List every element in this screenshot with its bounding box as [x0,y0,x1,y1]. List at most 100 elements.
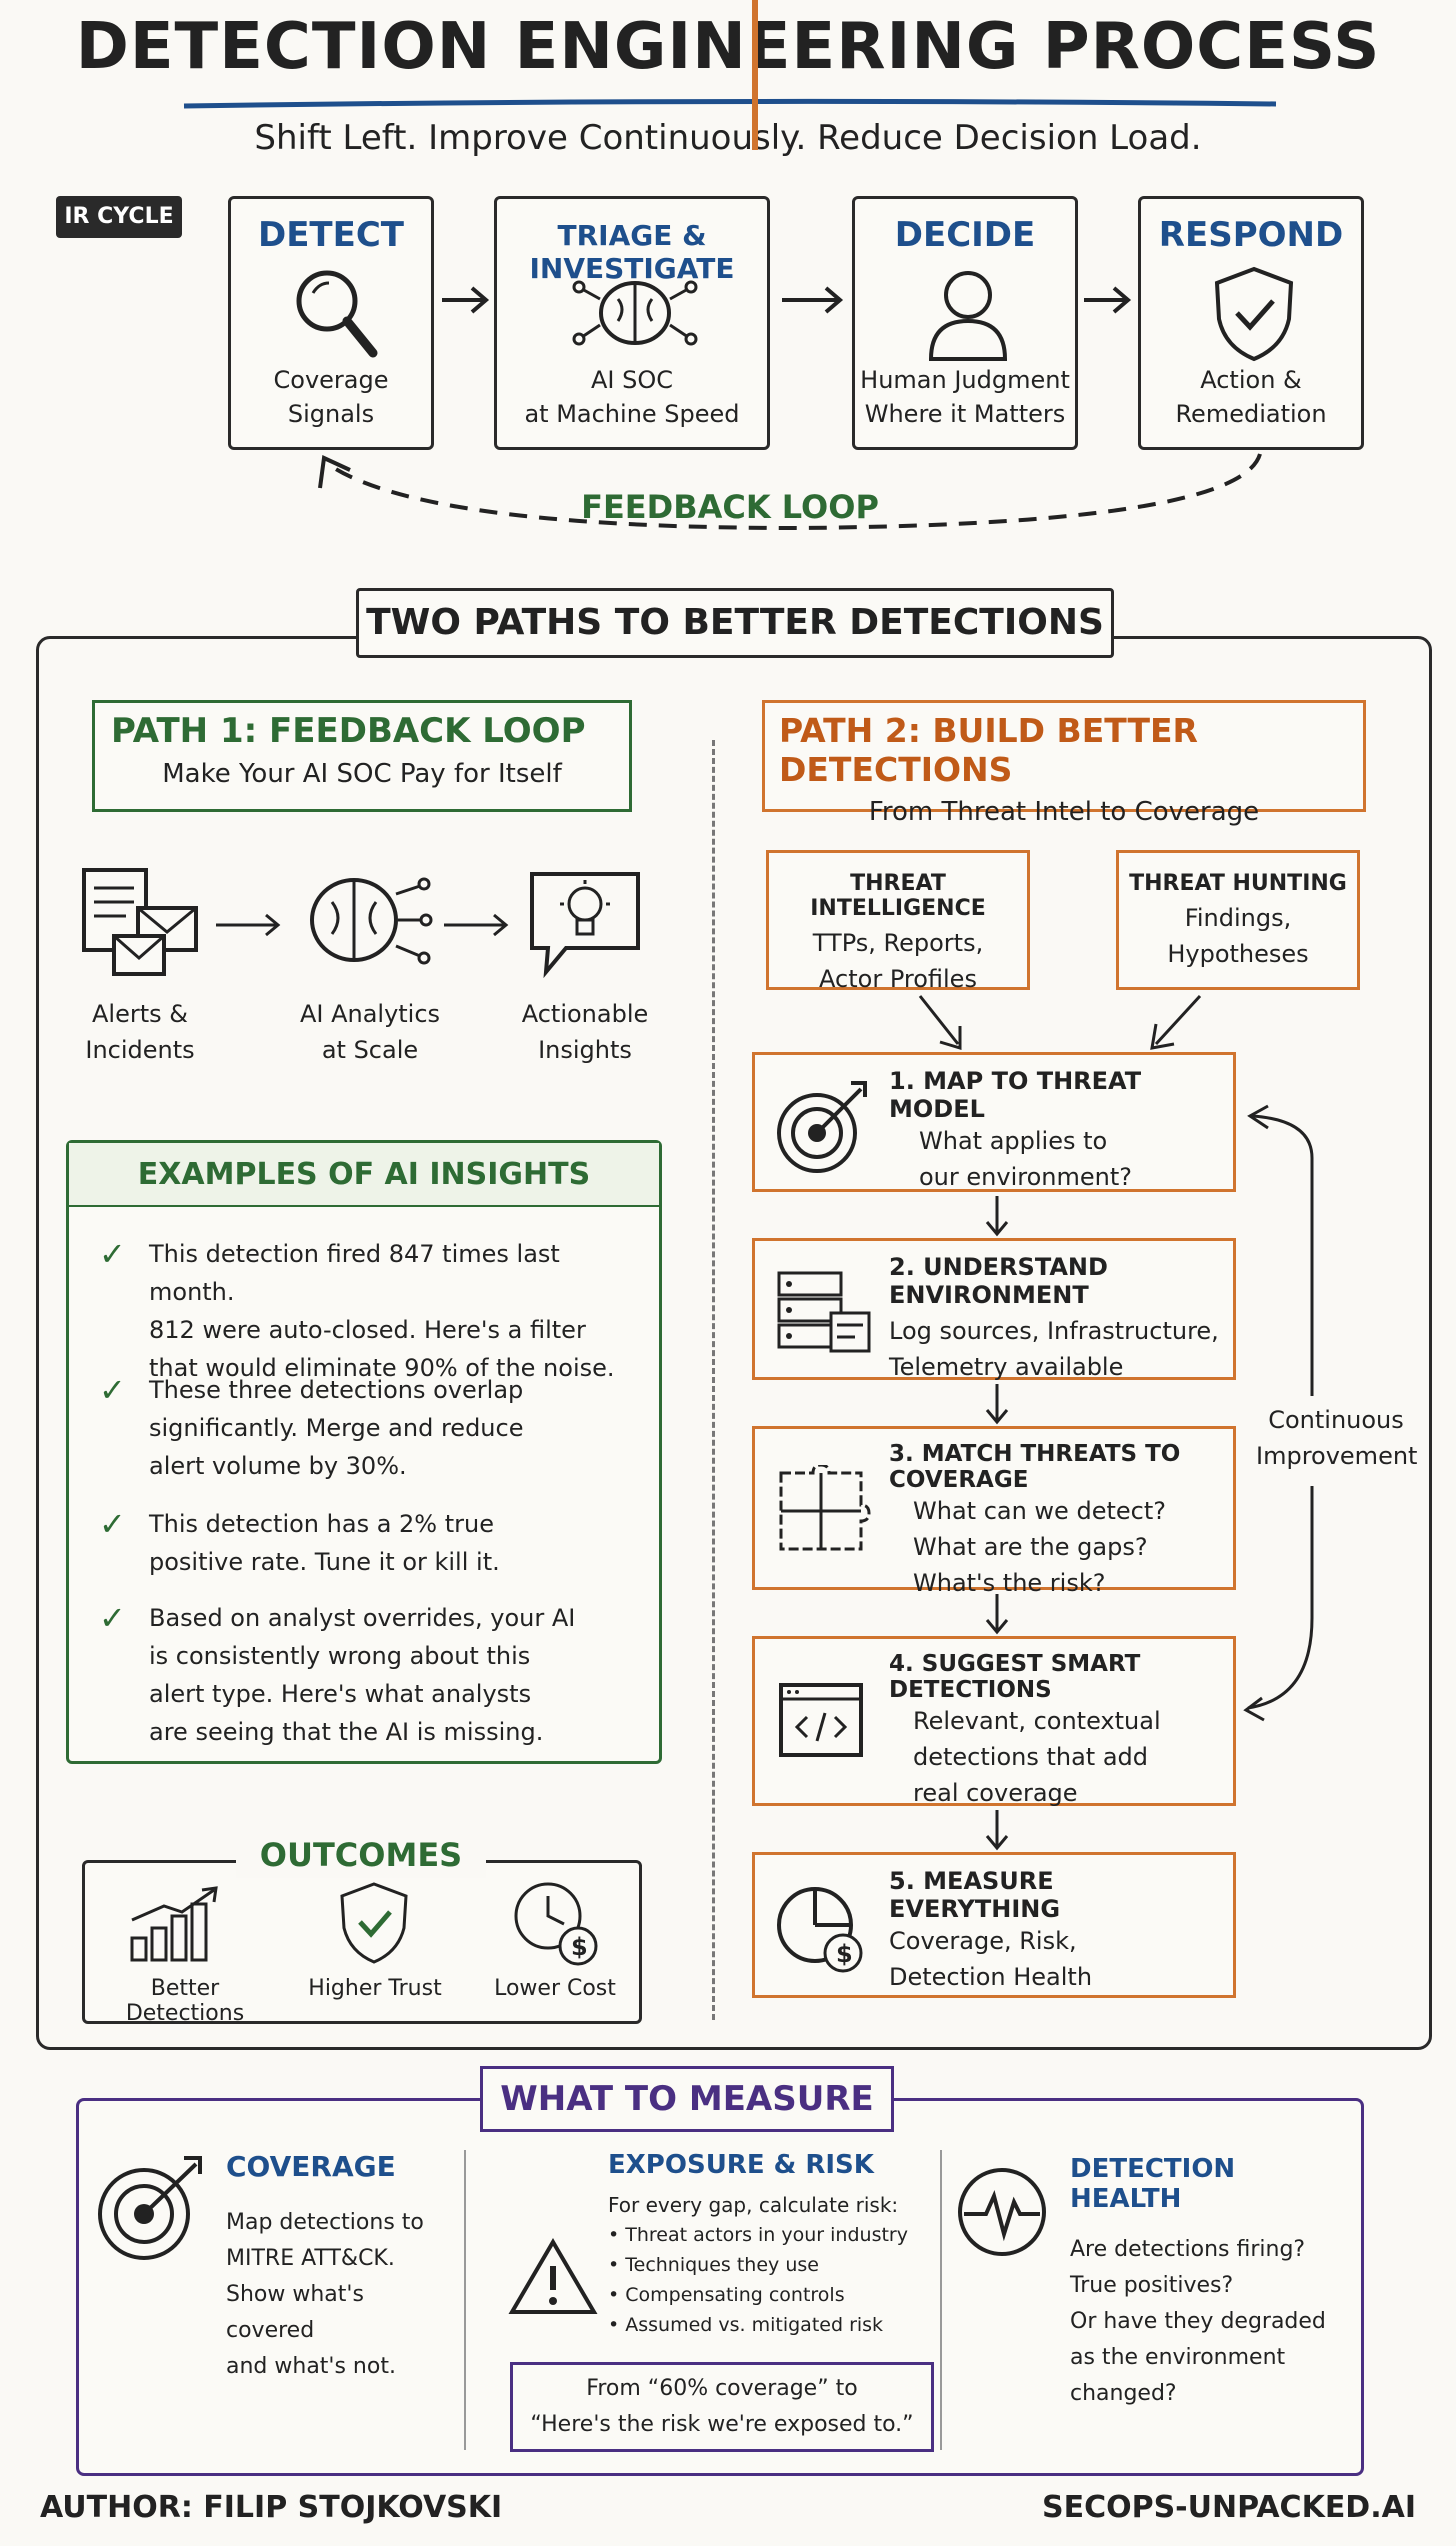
feedback-loop-arrow [318,453,1262,531]
target-icon [777,1081,867,1173]
code-window-icon [779,1683,863,1757]
arrow-right-icon [216,913,281,937]
pie-chart-dollar-icon: $ [777,1887,863,1973]
warning-icon [508,2238,598,2314]
source-threat-intel: THREAT INTELLIGENCE TTPs, Reports,Actor … [766,850,1030,993]
insight-item: ✓This detection fired 847 times last mon… [99,1235,615,1382]
checkmark-icon: ✓ [99,1371,126,1409]
puzzle-icon [779,1465,871,1551]
bullet-item: • Compensating controls [608,2284,845,2306]
feedback-loop-label: FEEDBACK LOOP [581,488,879,526]
source-threat-hunting: THREAT HUNTING Findings,Hypotheses [1116,850,1360,990]
documents-mail-icon [82,868,198,976]
clock-dollar-icon: $ [514,1882,598,1966]
step-3-match-threats: 3. MATCH THREATS TO COVERAGE What can we… [752,1426,1236,1597]
arrow-right-icon [1084,286,1132,314]
page-subtitle: Shift Left. Improve Continuously. Reduce… [254,118,1202,158]
loop-label-bg [1256,1396,1416,1486]
magnifier-icon [296,270,378,358]
coverage-title: COVERAGE [226,2150,396,2183]
examples-title: EXAMPLES OF AI INSIGHTS [137,1157,591,1192]
step-5-measure-everything: $ 5. MEASURE EVERYTHING Coverage, Risk,D… [752,1852,1236,1998]
step-title: 5. MEASURE EVERYTHING [889,1867,1061,1923]
source-title: THREAT HUNTING [1129,871,1347,896]
path2-header: PATH 2: BUILD BETTER DETECTIONS From Thr… [762,700,1366,827]
arrow-right-icon [782,286,844,314]
outcome-label: Lower Cost [494,1976,616,2001]
arrow-down-icon [985,1384,1009,1425]
examples-box: EXAMPLES OF AI INSIGHTS ✓This detection … [66,1140,662,1764]
step-title: 2. UNDERSTAND ENVIRONMENT [889,1253,1108,1309]
title-underline [183,98,1277,109]
outcomes-title: OUTCOMES [236,1832,486,1878]
step-desc: What can we detect?What are the gaps?Wha… [913,1497,1166,1597]
measure-divider [940,2150,942,2450]
checkmark-icon: ✓ [99,1505,126,1543]
flow-label: Alerts &Incidents [85,1000,195,1064]
step-title: 3. MATCH THREATS TO COVERAGE [889,1441,1181,1493]
source-arrows [918,994,1202,1051]
person-icon [928,271,1008,361]
exposure-quote: From “60% coverage” to“Here's the risk w… [510,2362,934,2452]
path1-header: PATH 1: FEEDBACK LOOP Make Your AI SOC P… [92,700,632,812]
page-title: DETECTION ENGINEERING PROCESS [75,10,1381,84]
source-title: THREAT INTELLIGENCE [810,871,986,921]
outcome-label: Higher Trust [308,1976,442,2001]
step-desc: Log sources, Infrastructure,Telemetry av… [889,1317,1219,1381]
shield-check-icon [1214,266,1294,362]
path1-subtitle: Make Your AI SOC Pay for Itself [162,759,562,789]
stage-title: TRIAGE & INVESTIGATE [529,219,735,285]
bar-chart-icon [130,1886,218,1962]
measure-title: WHAT TO MEASURE [480,2066,894,2132]
step-2-understand-environment: 2. UNDERSTAND ENVIRONMENT Log sources, I… [752,1238,1236,1381]
stage-title: DETECT [257,215,404,255]
checkmark-icon: ✓ [99,1599,126,1637]
paths-divider [712,740,715,2020]
exposure-bullets: • Threat actors in your industry • Techn… [608,2220,932,2340]
exposure-title: EXPOSURE & RISK [608,2150,874,2180]
lightbulb-icon [530,872,640,979]
path1-title: PATH 1: FEEDBACK LOOP [111,711,586,751]
two-paths-title: TWO PATHS TO BETTER DETECTIONS [356,588,1114,658]
stage-title: DECIDE [894,215,1036,255]
continuous-improvement-arrow [1243,1104,1314,1722]
stage-respond: RESPOND Action &Remediation [1138,196,1364,450]
step-5-measure [752,0,758,150]
arrow-right-icon [444,913,509,937]
stage-title: RESPOND [1158,215,1344,255]
path2-subtitle: From Threat Intel to Coverage [868,797,1260,827]
author-credit: AUTHOR: FILIP STOJKOVSKI [40,2490,503,2525]
health-desc: Are detections firing?True positives?Or … [1070,2237,1326,2406]
brain-icon [572,280,698,346]
exposure-intro: For every gap, calculate risk: [608,2193,899,2217]
examples-header-bg [69,1143,659,1207]
bullet-item: • Threat actors in your industry [608,2224,908,2246]
bullet-item: • Assumed vs. mitigated risk [608,2314,884,2336]
arrow-right-icon [442,286,490,314]
measure-divider [464,2150,466,2450]
step-title: 4. SUGGEST SMART DETECTIONS [889,1651,1141,1703]
svg-text:$: $ [571,1933,588,1961]
site-credit: SECOPS-UNPACKED.AI [1041,2490,1416,2525]
arrow-down-icon [985,1810,1009,1851]
step-4-suggest-detections: 4. SUGGEST SMART DETECTIONS Relevant, co… [752,1636,1236,1807]
heartbeat-icon [958,2168,1046,2256]
stage-desc: Action &Remediation [1175,366,1327,428]
path2-title: PATH 2: BUILD BETTER DETECTIONS [779,711,1198,789]
step-title: 1. MAP TO THREAT MODEL [889,1067,1142,1123]
server-rack-icon [777,1271,871,1353]
arrow-down-icon [985,1594,1009,1635]
